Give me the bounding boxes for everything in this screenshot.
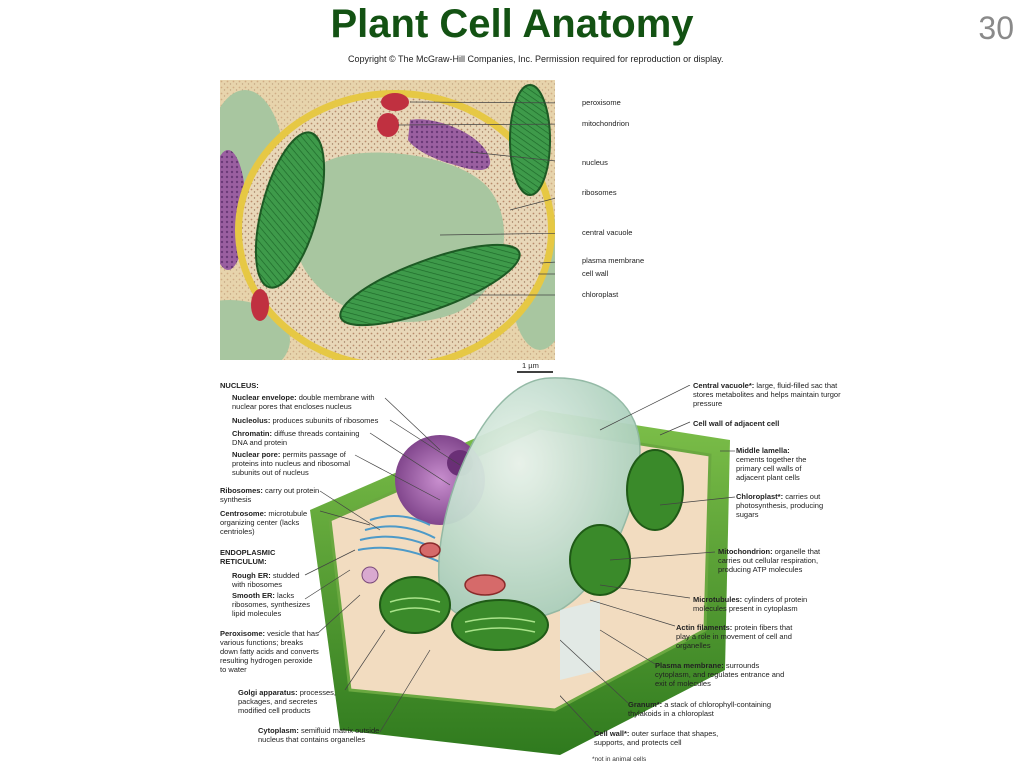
copyright-notice: Copyright © The McGraw-Hill Companies, I… [348,54,724,64]
scale-bar [517,371,553,373]
callout-rough-er: Rough ER: studded with ribosomes [232,571,300,589]
callout-chloroplast: Chloroplast*: carries out photosynthesis… [736,492,824,519]
callout-ribosomes: Ribosomes: carry out protein synthesis [220,486,320,504]
label-cell-wall: cell wall [582,269,609,278]
callout-smooth-er: Smooth ER: lacks ribosomes, synthesizes … [232,591,310,618]
label-central-vacuole: central vacuole [582,228,633,237]
footnote: *not in animal cells [592,756,647,763]
callout-central-vacuole: Central vacuole*: large, fluid-filled sa… [693,381,841,408]
label-peroxisome: peroxisome [582,98,621,107]
callout-nucleolus: Nucleolus: produces subunits of ribosome… [232,416,379,425]
callout-granum: Granum*: a stack of chlorophyll-containi… [628,700,771,718]
callout-actin: Actin filaments: protein fibers that pla… [676,623,793,650]
callout-middle-lamella: Middle lamella: cements together the pri… [736,446,807,482]
callout-peroxisome: Peroxisome: vesicle that has various fun… [220,629,319,674]
label-plasma-membrane: plasma membrane [582,256,645,265]
callout-nuclear-pore: Nuclear pore: permits passage of protein… [232,450,350,477]
label-mitochondrion: mitochondrion [582,119,630,128]
callout-mitochondrion: Mitochondrion: organelle that carries ou… [718,547,821,574]
diagram-leader-lines [304,397,460,733]
slide-title: Plant Cell Anatomy [330,2,694,46]
slide-number: 30 [978,10,1014,46]
callout-cell-wall: Cell wall*: outer surface that shapes, s… [594,729,719,747]
label-ribosomes: ribosomes [582,188,617,197]
nucleus-heading: NUCLEUS: [220,381,259,390]
callout-plasma-membrane: Plasma membrane: surrounds cytoplasm, an… [655,661,785,688]
label-chloroplast: chloroplast [582,290,619,299]
label-nucleus: nucleus [582,158,608,167]
callout-chromatin: Chromatin: diffuse threads containing DN… [232,429,360,447]
callout-golgi: Golgi apparatus: processes, packages, an… [238,688,336,715]
callout-cytoplasm: Cytoplasm: semifluid matrix outside nucl… [258,726,380,744]
callout-microtubules: Microtubules: cylinders of protein molec… [693,595,808,613]
callout-nuclear-envelope: Nuclear envelope: double membrane with n… [232,393,375,411]
er-heading: ENDOPLASMIC RETICULUM: [220,548,276,566]
diagram-right-leader-lines [560,385,736,733]
micrograph-image [220,80,555,360]
scale-bar-label: 1 µm [522,361,539,370]
callout-cell-wall-adjacent: Cell wall of adjacent cell [693,419,780,428]
callout-centrosome: Centrosome: microtubule organizing cente… [220,509,308,536]
